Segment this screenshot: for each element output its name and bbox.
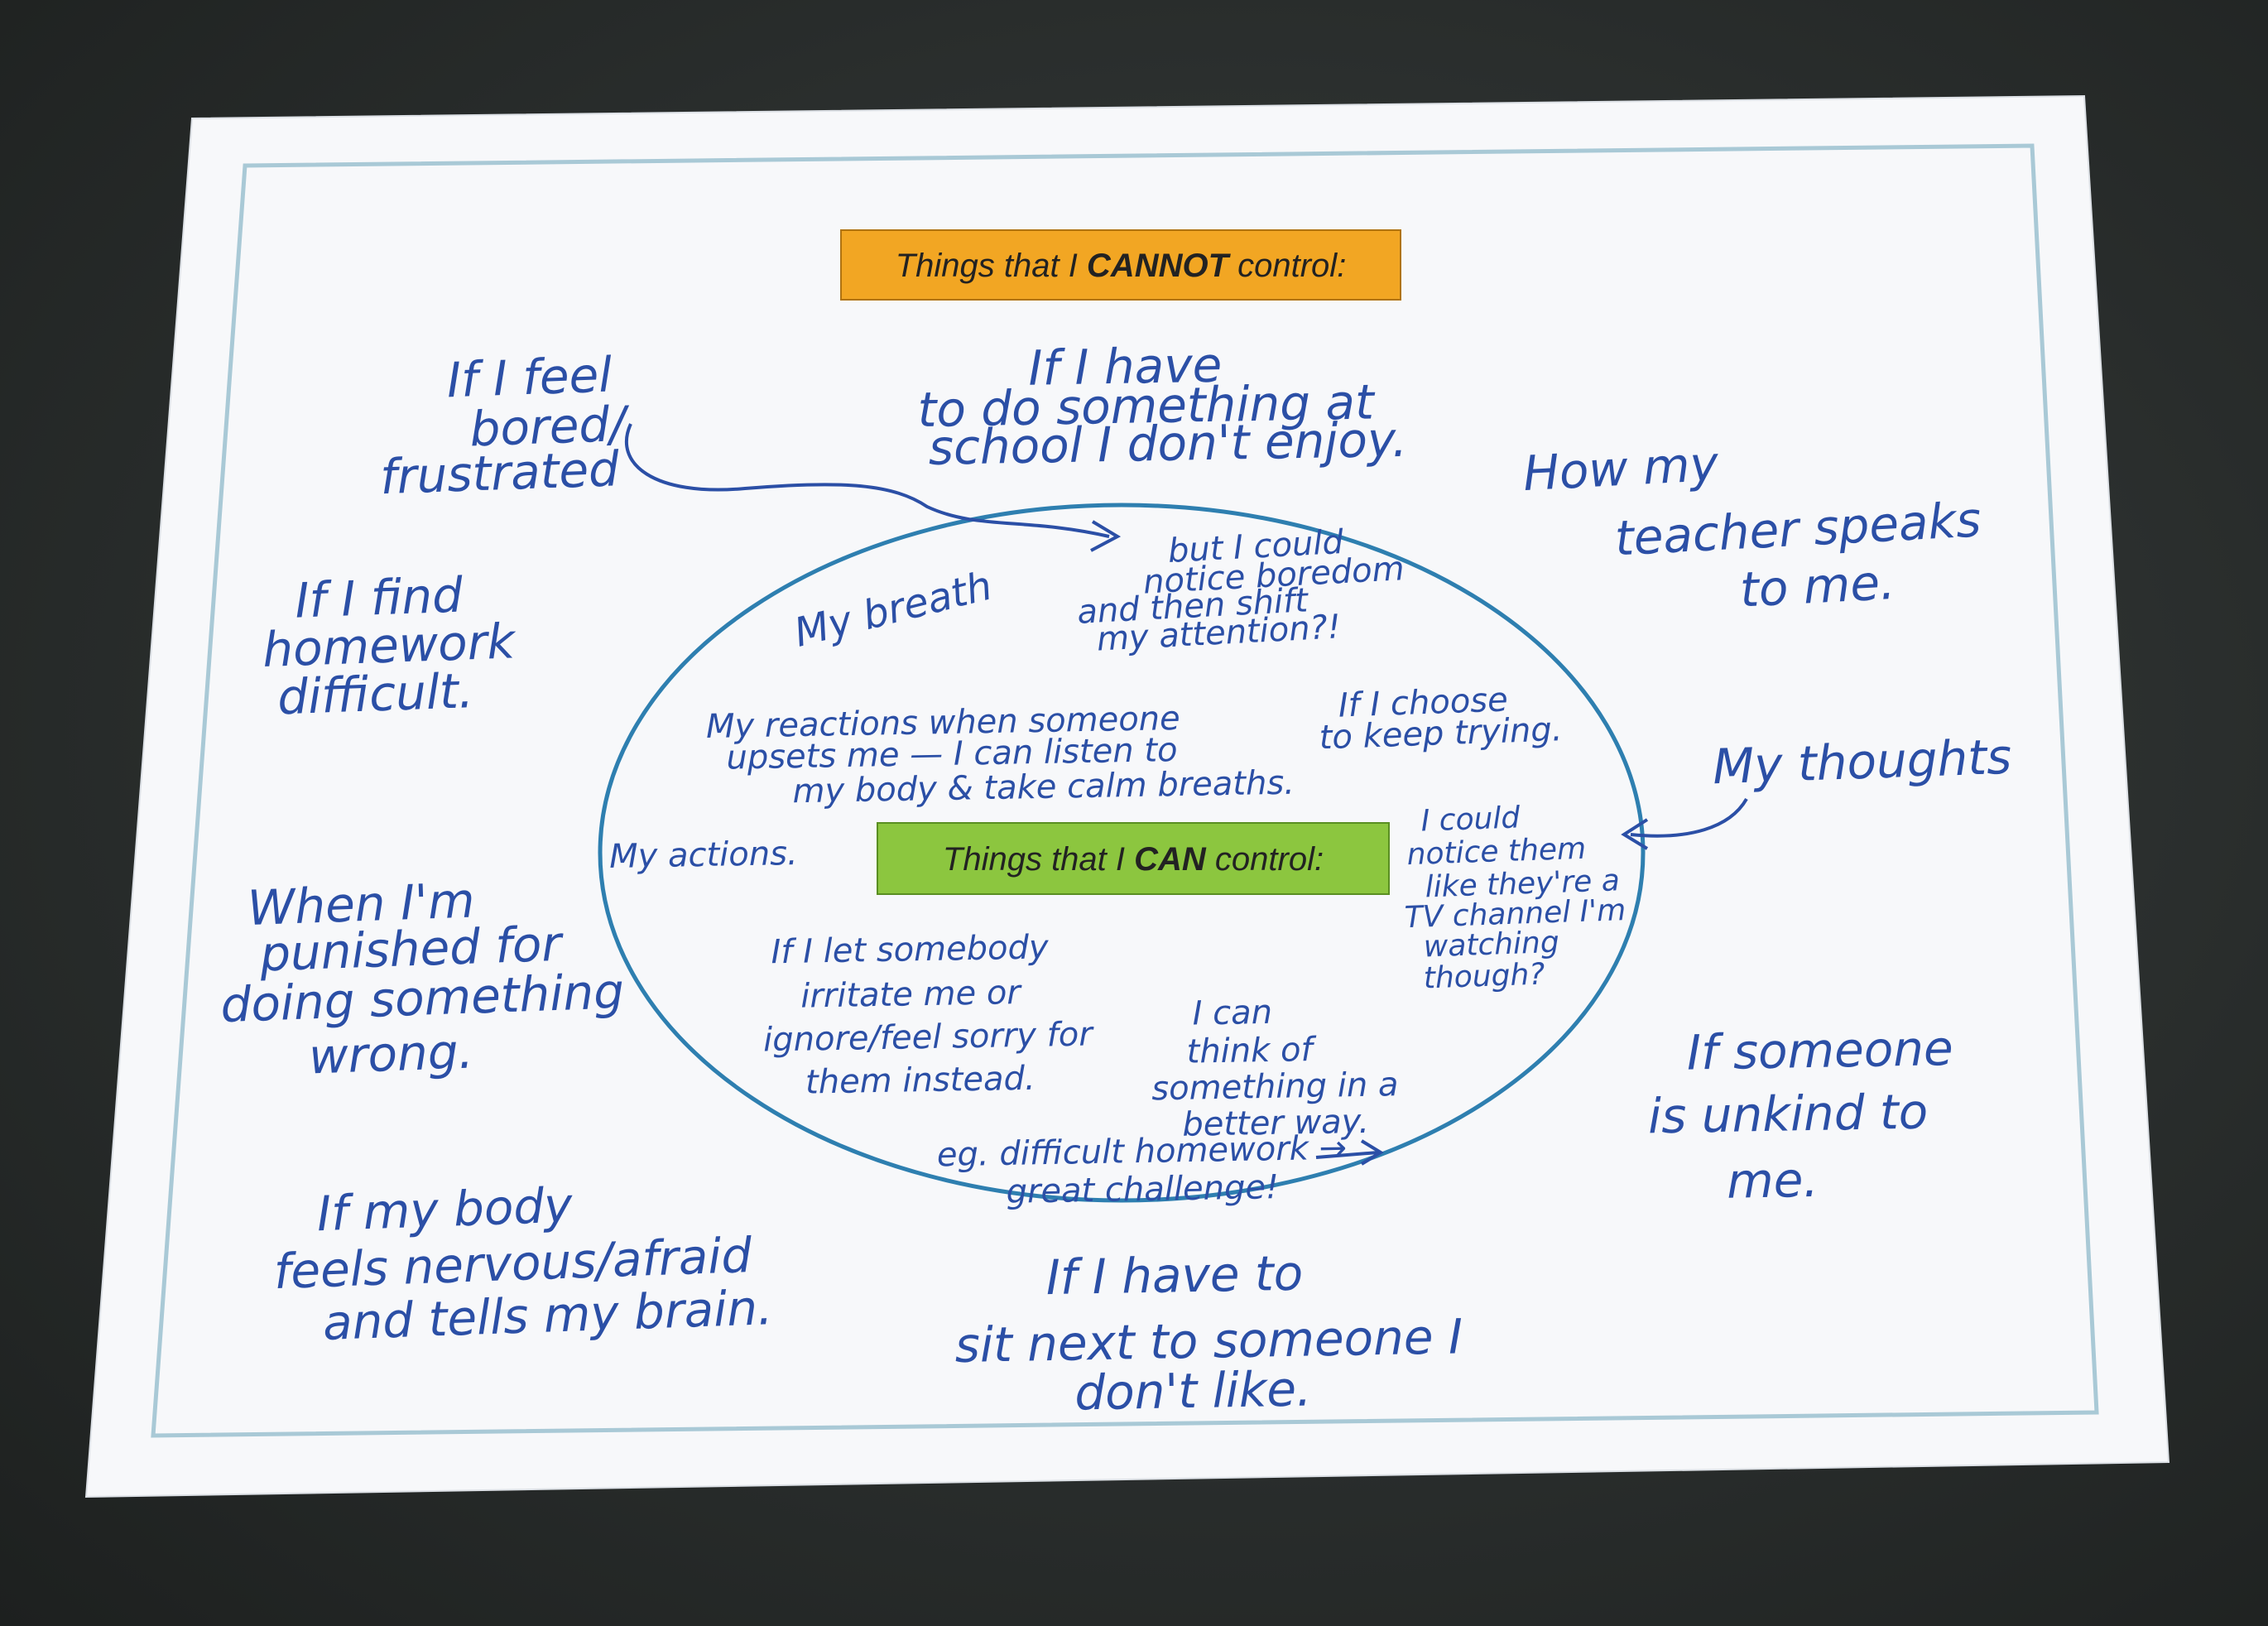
arrowhead-thoughts — [1621, 818, 1649, 850]
note-line: I could — [1420, 801, 1521, 838]
can-control-label: Things that I CAN control: — [943, 841, 1324, 878]
note-line: though? — [1423, 957, 1545, 995]
note-line: something in a — [1151, 1066, 1399, 1108]
note-line: my body & take calm breaths. — [792, 764, 1295, 811]
note-line: My reactions when someone — [706, 700, 1180, 746]
note-line: punished for — [258, 916, 565, 983]
note-line: is unkind to — [1647, 1084, 1928, 1145]
note-body-nervous: If my body feels nervous/afraid and tell… — [273, 1176, 774, 1351]
note-line: better way. — [1182, 1103, 1369, 1144]
note-line: If I let somebody — [771, 928, 1050, 971]
note-homework: If I find homework difficult. — [262, 566, 517, 725]
note-line: If I feel — [446, 346, 613, 408]
arrow-bored-to-boredom — [625, 423, 1110, 538]
note-line: like they're a — [1425, 864, 1620, 904]
note-line: notice them — [1406, 832, 1587, 873]
note-line: upsets me — I can listen to — [726, 731, 1178, 777]
cannot-control-label: Things that I CANNOT control: — [896, 248, 1347, 284]
note-line: How my — [1521, 435, 1720, 502]
note-line: If my body — [316, 1176, 574, 1242]
note-line: difficult. — [276, 662, 474, 725]
note-my-actions: My actions. — [609, 835, 798, 876]
note-line: My thoughts — [1712, 729, 2012, 796]
can-control-label-box — [877, 822, 1390, 895]
note-reactions: My reactions when someone upsets me — I … — [706, 700, 1295, 811]
note-line: to do something at — [917, 373, 1377, 438]
note-line: frustrated — [379, 440, 621, 505]
note-line: I can — [1192, 993, 1272, 1033]
note-sit-next: If I have to sit next to someone I don't… — [954, 1245, 1463, 1422]
note-tv-channel: I could notice them like they're a TV ch… — [1404, 801, 1627, 995]
note-line: great challenge! — [1006, 1168, 1279, 1211]
note-line: wrong. — [308, 1023, 474, 1085]
note-line: to me. — [1738, 554, 1896, 618]
arrowhead-boredom — [1090, 520, 1122, 552]
note-line: If someone — [1686, 1020, 1953, 1081]
note-line: school I don't enjoy. — [928, 411, 1408, 476]
note-line: If I find — [294, 566, 464, 628]
printed-border — [151, 143, 2099, 1438]
note-line: but I could — [1167, 523, 1345, 570]
note-line: them instead. — [805, 1060, 1035, 1102]
note-line: bored/ — [468, 396, 631, 458]
note-punished: When I'm punished for doing something wr… — [219, 872, 625, 1085]
note-line: If I choose — [1338, 681, 1508, 724]
note-line: ignore/feel sorry for — [763, 1015, 1095, 1059]
note-unkind: If someone is unkind to me. — [1647, 1020, 1953, 1210]
note-irritate: If I let somebody irritate me or ignore/… — [763, 928, 1095, 1102]
note-bored-frustrated: If I feel bored/ frustrated — [379, 346, 631, 505]
note-line: irritate me or — [800, 974, 1023, 1016]
arrow-thoughts-to-circle — [1630, 797, 1748, 838]
note-line: think of — [1186, 1031, 1318, 1071]
note-line: homework — [262, 613, 517, 678]
note-example: eg. difficult homework → great challenge… — [937, 1129, 1348, 1211]
cannot-control-label-box — [840, 229, 1401, 301]
note-line: watching — [1423, 926, 1559, 965]
note-line: me. — [1727, 1152, 1819, 1210]
note-think-better: I can think of something in a better way… — [1151, 993, 1399, 1144]
note-line: eg. difficult homework → — [937, 1129, 1348, 1175]
arrow-homework-challenge — [1315, 1139, 1384, 1166]
note-line: My actions. — [609, 835, 798, 876]
note-line: sit next to someone I — [954, 1308, 1463, 1373]
note-line: When I'm — [247, 872, 476, 936]
note-keep-trying: If I choose to keep trying. — [1319, 681, 1563, 757]
note-line: don't like. — [1074, 1360, 1312, 1421]
can-control-circle — [598, 503, 1646, 1203]
paper-sheet — [84, 94, 2170, 1499]
note-thoughts: My thoughts — [1712, 729, 2012, 796]
note-line: If I have to — [1045, 1245, 1304, 1306]
note-school: If I have to do something at school I do… — [917, 337, 1408, 476]
note-line: TV channel I'm — [1404, 893, 1627, 935]
note-line: If I have — [1028, 337, 1223, 397]
note-line: to keep trying. — [1319, 710, 1563, 757]
